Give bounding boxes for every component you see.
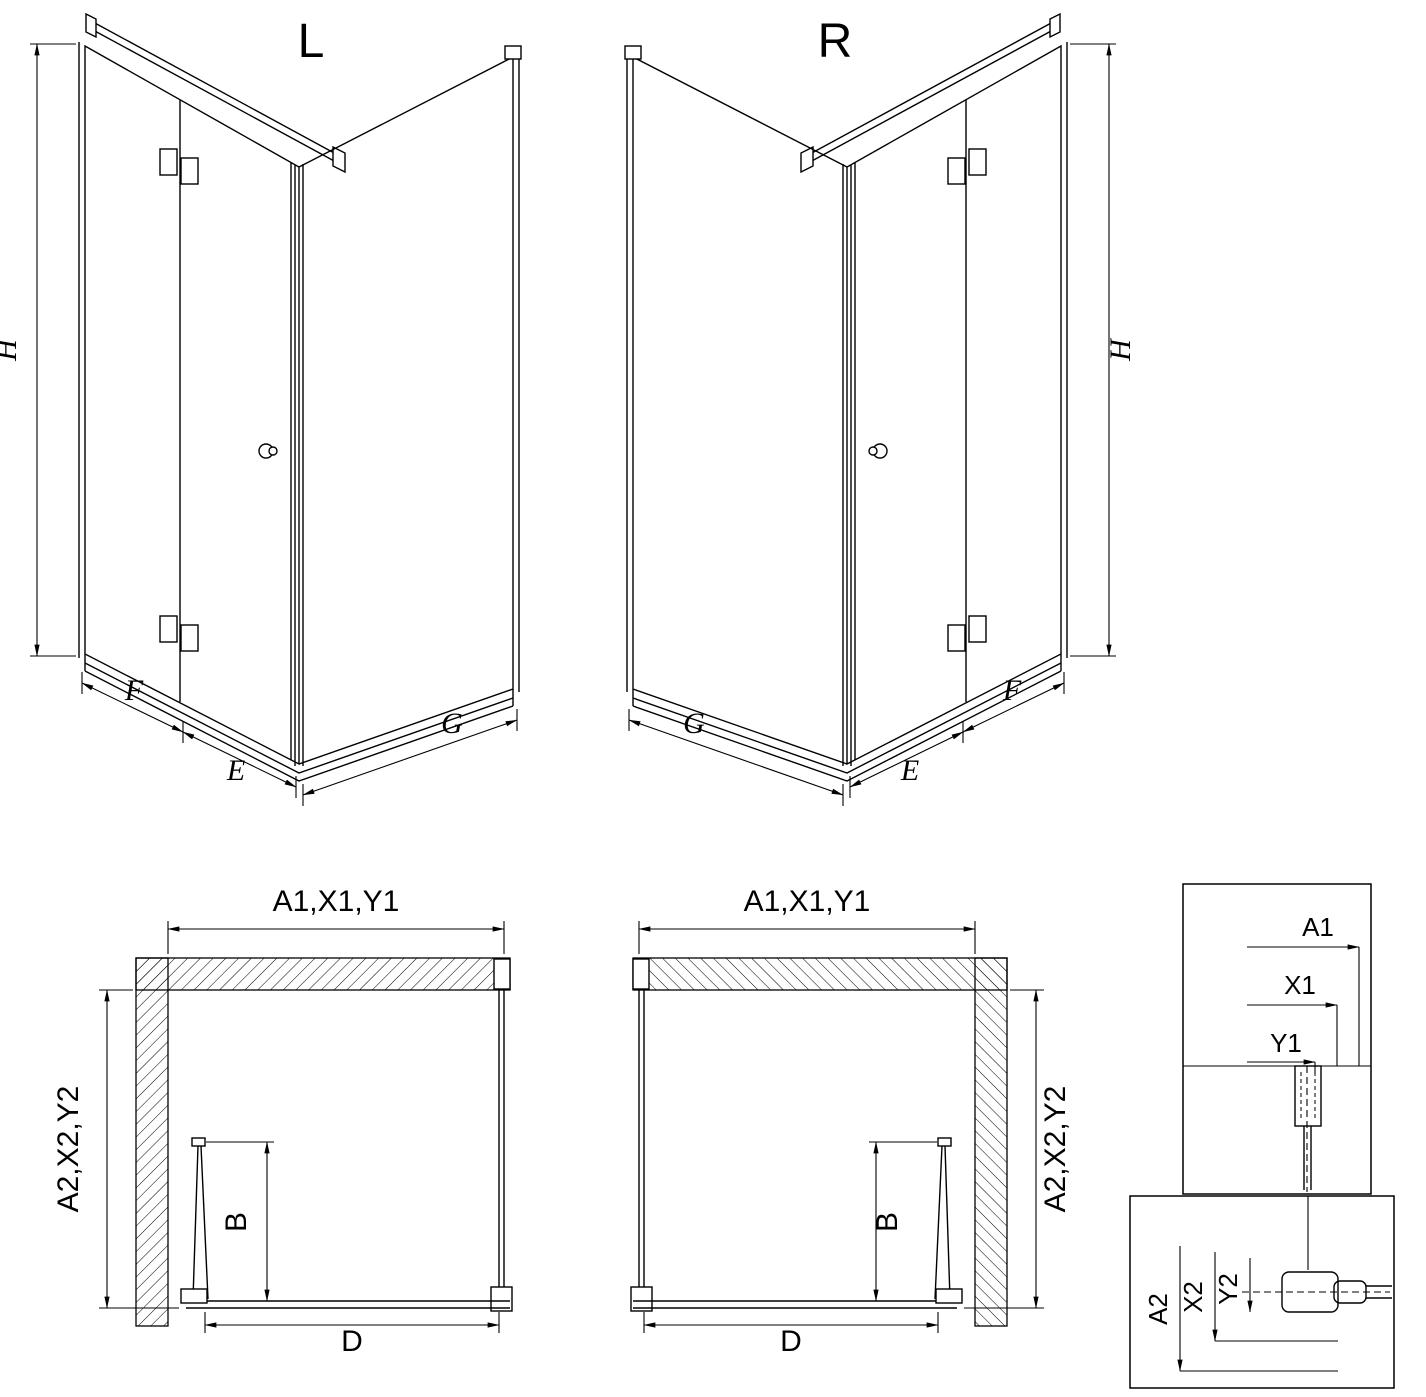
plan-view-left: A1,X1,Y1 A2,X2,Y2 B D [52,885,512,1358]
detail-view-width-profile: A1 X1 Y1 [1182,883,1372,1195]
height-label: H [1104,337,1137,362]
door-clearance-label: B [871,1212,904,1232]
width-dimension-label: A1,X1,Y1 [744,885,871,918]
variant-label-left: L [298,15,325,68]
perspective-view-right: R H F E G [625,14,1137,806]
panel-f-label: F [1002,674,1022,707]
variant-label-right: R [818,15,853,68]
panel-e-label: E [900,754,919,787]
detail-box-frame [1182,883,1372,1195]
depth-dimension-label: A2,X2,Y2 [52,1086,85,1213]
panel-f-label: F [124,674,144,707]
detail-a2-label: A2 [1143,1293,1173,1325]
detail-y2-label: Y2 [1213,1273,1243,1305]
detail-box-frame [1129,1195,1395,1389]
panel-g-label: G [683,707,705,740]
perspective-view-left: L H F E G [0,14,521,806]
detail-y1-label: Y1 [1270,1028,1302,1058]
depth-dimension-label: A2,X2,Y2 [1039,1086,1072,1213]
detail-x2-label: X2 [1178,1281,1208,1313]
glass-clamp-section [1281,1271,1339,1313]
detail-view-depth-profile: A2 X2 Y2 [1129,1195,1395,1389]
door-clearance-label: B [220,1212,253,1232]
opening-width-label: D [780,1325,802,1358]
plan-view-right: A1,X1,Y1 A2,X2,Y2 B D [631,885,1072,1358]
panel-e-label: E [226,754,245,787]
detail-a1-label: A1 [1302,912,1334,942]
width-dimension-label: A1,X1,Y1 [273,885,400,918]
wall-profile-section [1294,1065,1322,1127]
opening-width-label: D [341,1325,363,1358]
detail-x1-label: X1 [1284,970,1316,1000]
height-label: H [0,337,23,362]
panel-g-label: G [441,707,463,740]
